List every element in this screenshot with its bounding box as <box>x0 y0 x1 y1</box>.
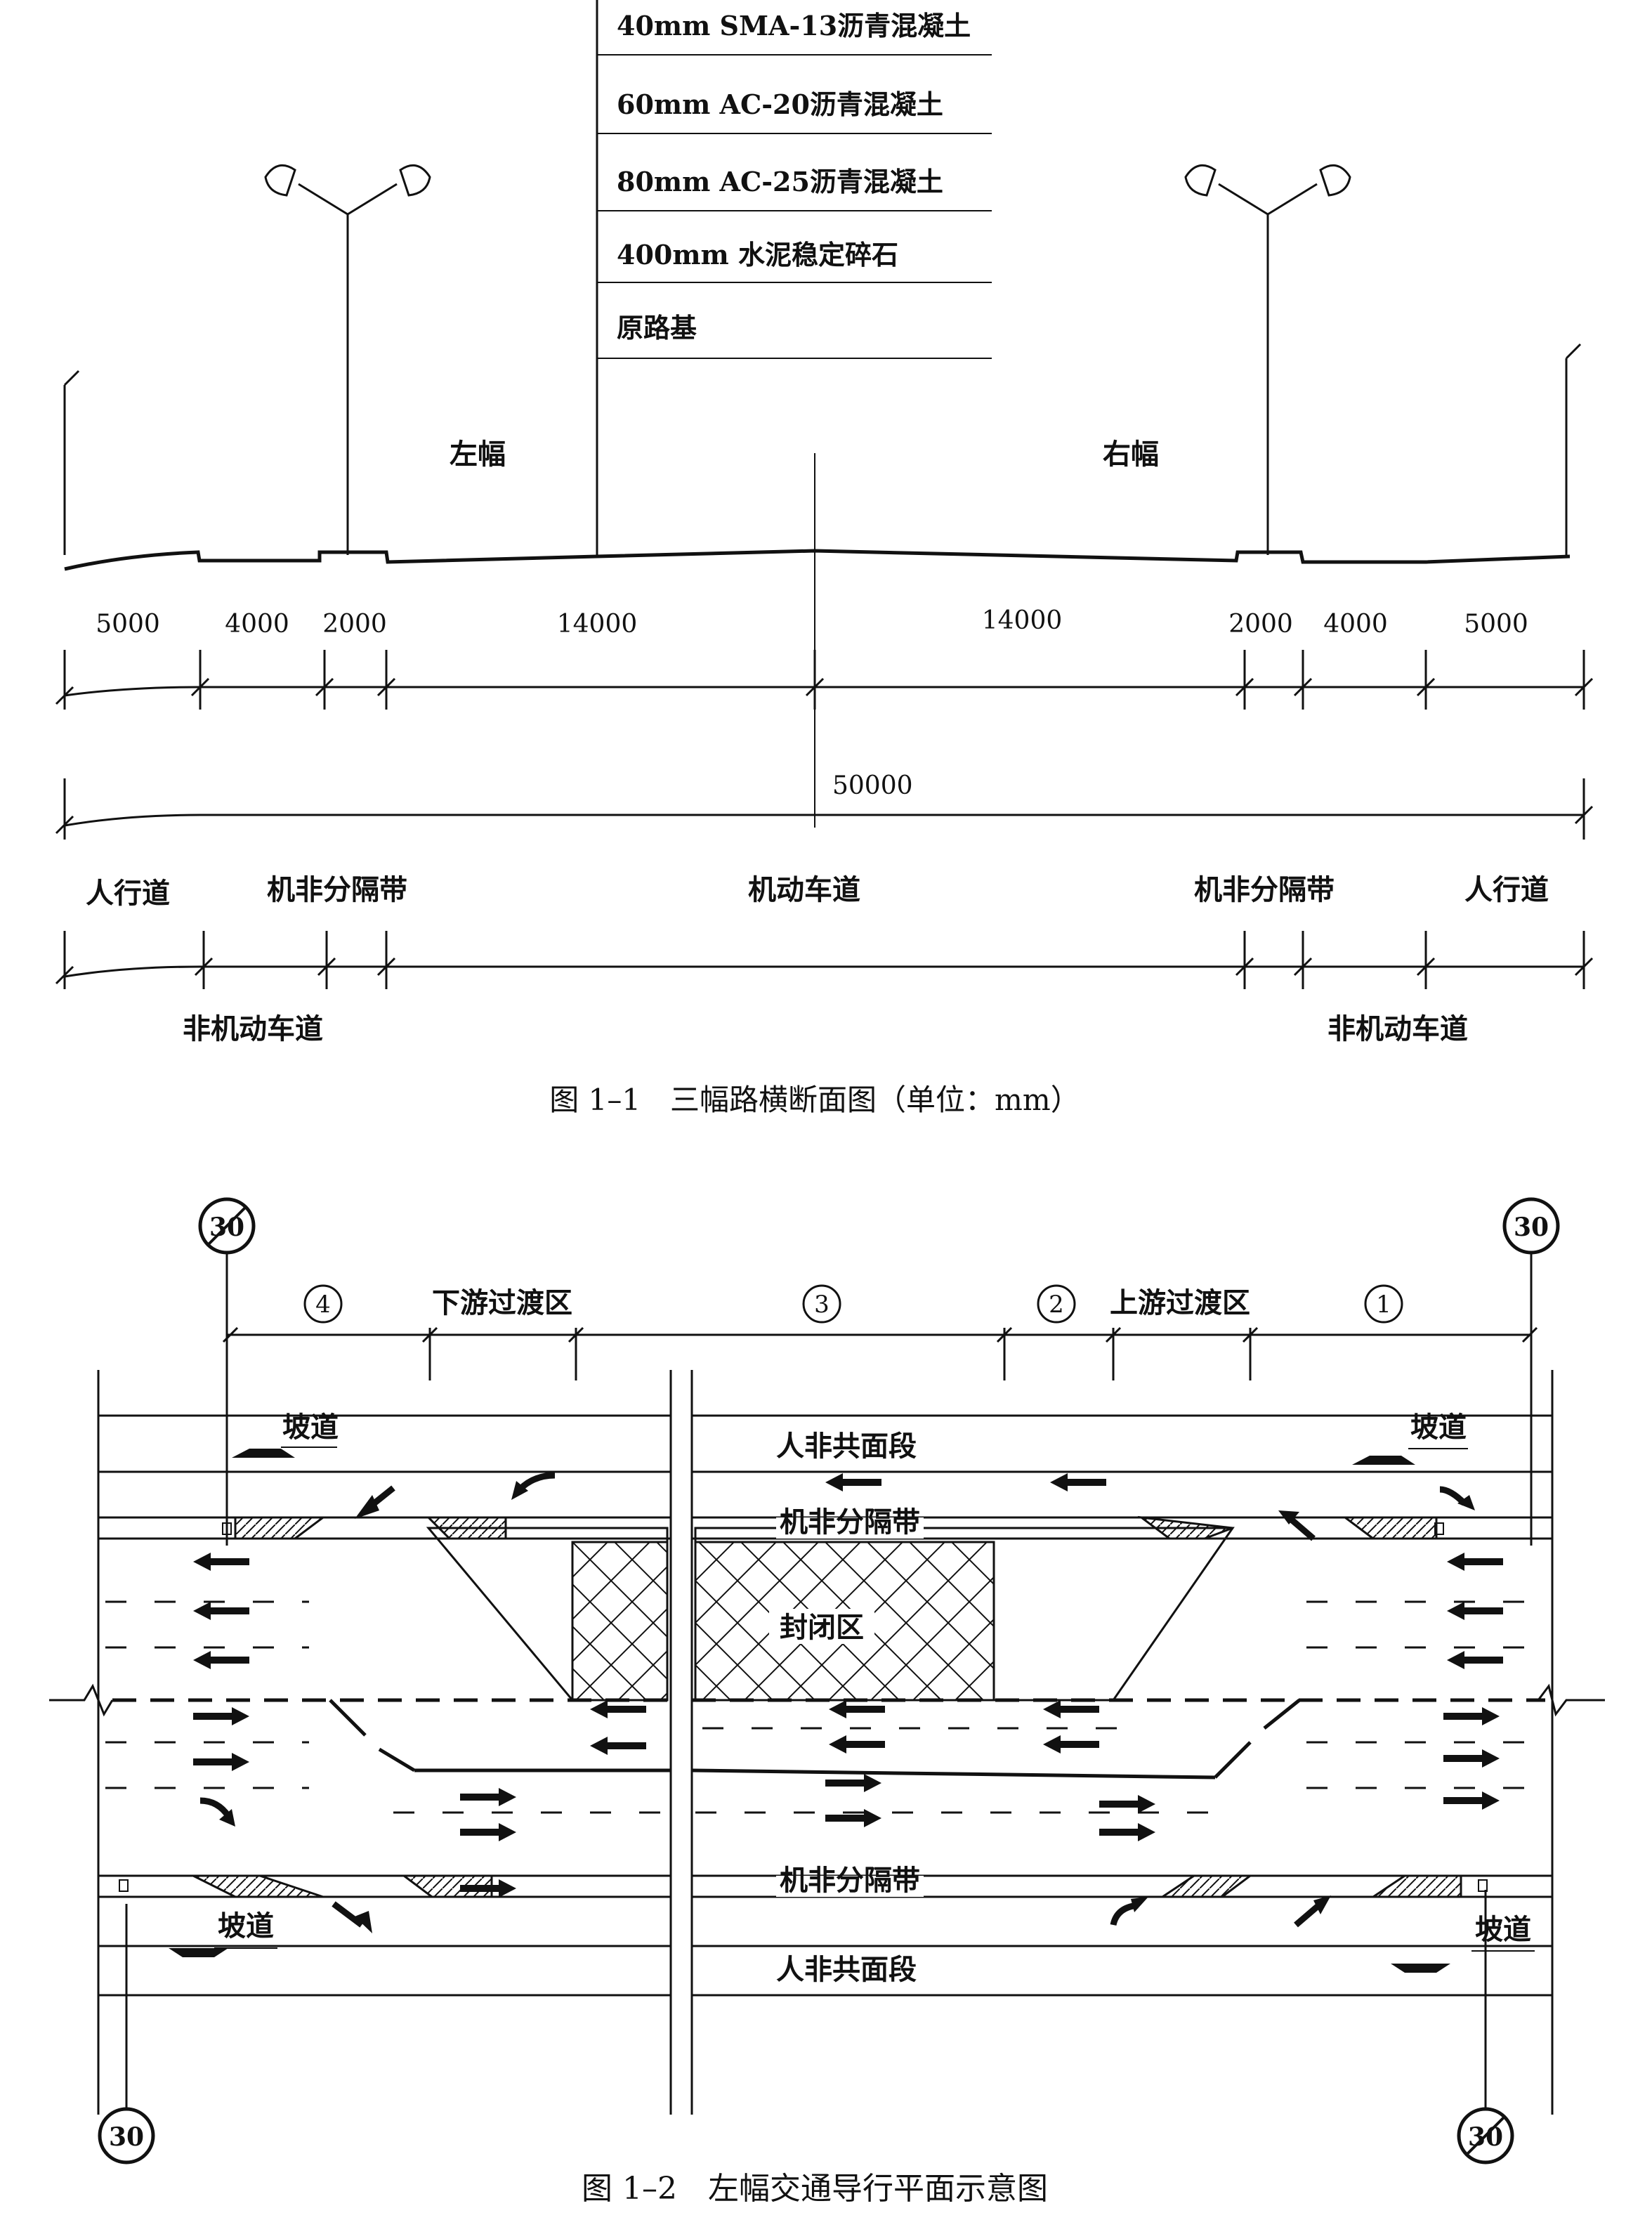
ramp-marks <box>169 1449 1450 1973</box>
layer-1: 40mm SMA-13沥青混凝土 <box>617 10 971 41</box>
dim-label: 14000 <box>982 606 1063 635</box>
layer-3: 80mm AC-25沥青混凝土 <box>617 166 943 197</box>
dimension-line-segments <box>55 650 1594 710</box>
shared-segment-label-bottom: 人非共面段 <box>776 1953 917 1986</box>
closed-work-zone: 封闭区 <box>426 1527 1235 1702</box>
speed-limit-value: 30 <box>109 2122 144 2152</box>
closed-zone-label: 封闭区 <box>780 1611 864 1644</box>
zone-label-sidewalk-left: 人行道 <box>86 877 170 910</box>
diversion-line <box>329 1699 1301 1780</box>
zone-dimension: 4 3 2 1 下游过渡区 上游过渡区 <box>222 1284 1538 1380</box>
dim-label: 5000 <box>1464 610 1528 639</box>
speed-limit-value: 30 <box>1514 1213 1549 1242</box>
zone-number-3: 3 <box>814 1291 830 1319</box>
arrows-eastbound <box>193 1707 1500 1898</box>
ramp-label-top-left: 坡道 <box>282 1411 339 1444</box>
zone-number-4: 4 <box>315 1291 331 1319</box>
road-outline <box>97 1370 1554 2115</box>
pavement-layer-table: 40mm SMA-13沥青混凝土 60mm AC-20沥青混凝土 80mm AC… <box>596 0 992 556</box>
lane-dashes <box>105 1600 1545 1814</box>
median-label-bottom: 机非分隔带 <box>780 1864 920 1897</box>
downstream-transition-label: 下游过渡区 <box>432 1286 572 1319</box>
total-dim-label: 50000 <box>832 771 913 800</box>
street-light-left <box>264 164 431 555</box>
figure-1-1: 40mm SMA-13沥青混凝土 60mm AC-20沥青混凝土 80mm AC… <box>55 0 1594 1117</box>
zone-label-median-left: 机非分隔带 <box>267 873 407 906</box>
speed-sign-top-right: 30 <box>1502 1197 1560 1546</box>
ramp-label-top-right: 坡道 <box>1410 1411 1467 1444</box>
arrows-westbound <box>193 1473 1503 1755</box>
layer-5: 原路基 <box>617 312 697 344</box>
total-dimension: 50000 <box>55 771 1594 840</box>
figure-1-2: 4 3 2 1 下游过渡区 上游过渡区 30 30 30 <box>49 1197 1605 2207</box>
dimension-labels: 5000 4000 2000 14000 14000 2000 4000 500… <box>96 606 1528 639</box>
right-half-label: 右幅 <box>1103 438 1159 471</box>
dim-label: 14000 <box>557 610 638 639</box>
speed-sign-bottom-left: 30 <box>98 1904 155 2164</box>
layer-2: 60mm AC-20沥青混凝土 <box>617 89 943 120</box>
upstream-transition-label: 上游过渡区 <box>1110 1286 1250 1319</box>
road-profile <box>64 549 1571 571</box>
zone-label-bike-left: 非机动车道 <box>183 1012 323 1045</box>
zone-label-bike-right: 非机动车道 <box>1328 1012 1468 1045</box>
zone-label-median-right: 机非分隔带 <box>1194 873 1335 906</box>
left-half-label: 左幅 <box>450 438 506 471</box>
ramp-label-bottom-right: 坡道 <box>1475 1913 1531 1946</box>
zone-number-1: 1 <box>1376 1291 1391 1319</box>
figure-1-2-caption: 图 1–2 左幅交通导行平面示意图 <box>582 2171 1048 2207</box>
dim-label: 2000 <box>1228 610 1293 639</box>
ramp-label-bottom-left: 坡道 <box>218 1909 274 1942</box>
zone-label-sidewalk-right: 人行道 <box>1464 873 1549 906</box>
median-hatching <box>192 1515 1462 1898</box>
speed-sign-bottom-right: 30 <box>1457 1890 1514 2164</box>
dim-label: 4000 <box>225 610 289 639</box>
dim-label: 2000 <box>322 610 387 639</box>
layer-4: 400mm 水泥稳定碎石 <box>617 239 898 270</box>
street-light-right <box>1184 164 1351 555</box>
shared-segment-label-top: 人非共面段 <box>776 1430 917 1463</box>
speed-sign-top-left: 30 <box>198 1197 256 1546</box>
median-label-top: 机非分隔带 <box>780 1506 920 1539</box>
zone-dimension-line <box>55 931 1594 989</box>
figure-1-1-caption: 图 1–1 三幅路横断面图（单位：mm） <box>549 1083 1080 1117</box>
zone-number-2: 2 <box>1049 1291 1064 1319</box>
dim-label: 5000 <box>96 610 160 639</box>
zone-label-motorway: 机动车道 <box>748 873 860 906</box>
dim-label: 4000 <box>1323 610 1388 639</box>
